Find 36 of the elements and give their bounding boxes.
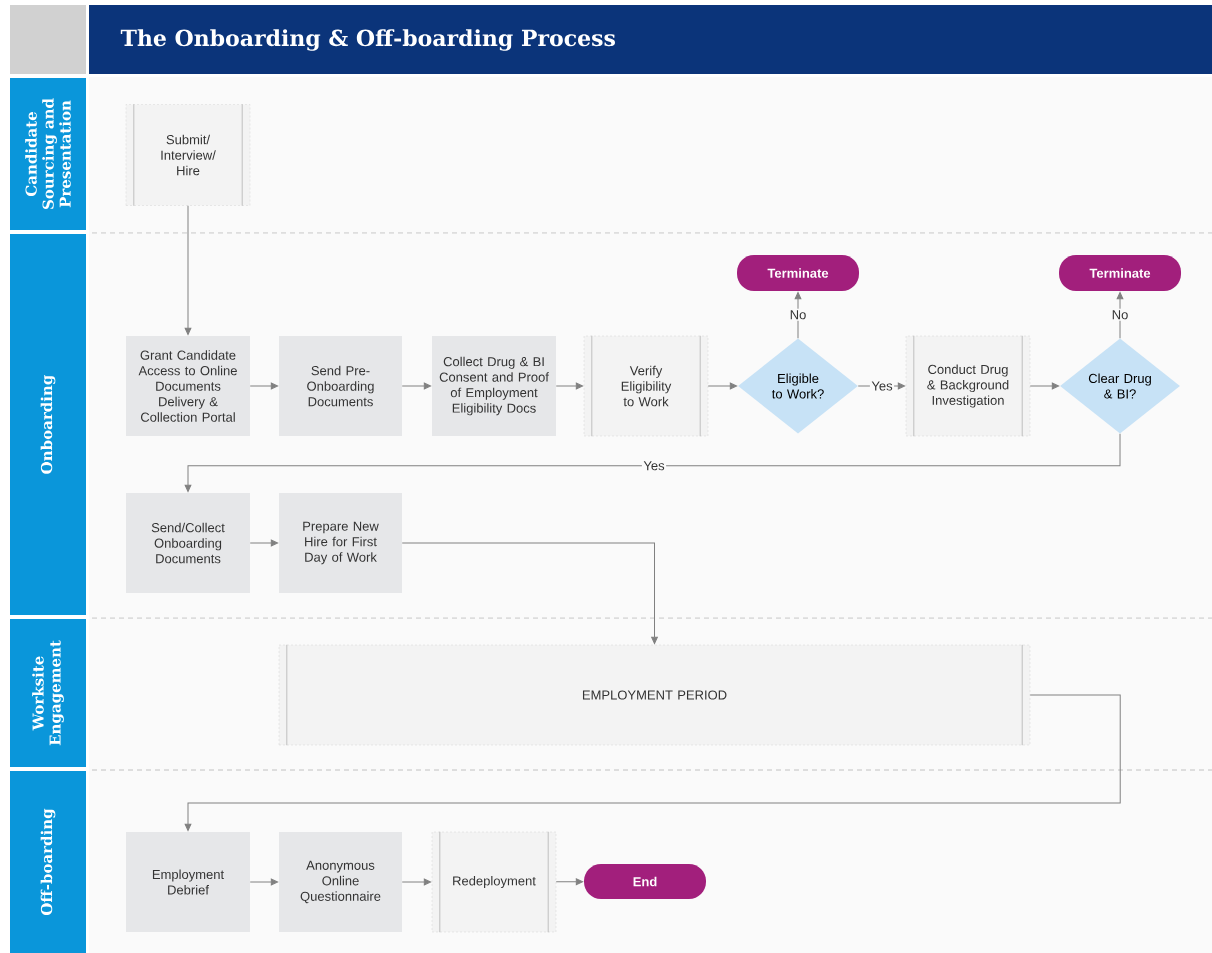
arrow <box>555 382 584 390</box>
arrow <box>184 433 1121 493</box>
arrow <box>184 694 1121 832</box>
predefined-process-box: Conduct Drug & Background Investigation <box>905 335 1031 437</box>
predefined-process-box: Verify Eligibility to Work <box>583 335 709 437</box>
arrow <box>401 878 432 886</box>
lane-header: Candidate Sourcing and Presentation <box>10 78 86 230</box>
arrow <box>794 291 802 339</box>
process-box: Prepare New Hire for First Day of Work <box>279 493 402 593</box>
arrow <box>249 878 279 886</box>
process-box: Send/Collect Onboarding Documents <box>126 493 250 593</box>
predefined-process-box: EMPLOYMENT PERIOD <box>278 644 1031 746</box>
arrow <box>184 205 192 336</box>
terminator-pill: Terminate <box>1059 255 1181 291</box>
process-box: Send Pre-Onboarding Documents <box>279 336 402 436</box>
arrow <box>249 539 279 547</box>
process-box: Collect Drug & BI Consent and Proof of Employment Eligibility Docs <box>432 336 556 436</box>
arrow <box>401 542 658 645</box>
process-box: Employment Debrief <box>126 832 250 932</box>
process-box: Anonymous Online Questionnaire <box>279 832 402 932</box>
predefined-process-box: Submit/ Interview/ Hire <box>125 103 251 207</box>
edge-label: Yes <box>869 379 895 393</box>
terminator-pill: Terminate <box>737 255 859 291</box>
arrow <box>401 382 432 390</box>
lane-header: Worksite Engagement <box>10 619 86 767</box>
lane-header: Off-boarding <box>10 771 86 953</box>
arrow <box>1029 382 1060 390</box>
arrow <box>1116 291 1124 339</box>
terminator-pill: End <box>584 864 706 899</box>
arrow <box>707 382 738 390</box>
process-box: Grant Candidate Access to Online Documents Delivery & Collection Portal <box>126 336 250 436</box>
predefined-process-box: Redeployment <box>431 831 557 933</box>
arrow <box>249 382 279 390</box>
arrow <box>555 878 584 886</box>
lane-header: Onboarding <box>10 234 86 615</box>
title-banner: The Onboarding & Off-boarding Process <box>89 5 1212 74</box>
